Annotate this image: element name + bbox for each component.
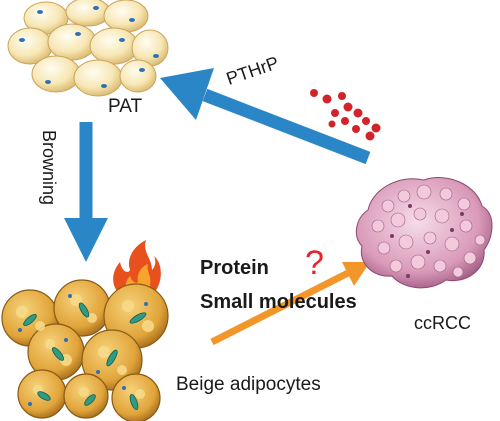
pthrp-dots	[310, 89, 381, 141]
beige-adipocytes-label: Beige adipocytes	[176, 374, 321, 395]
white-adipocyte-cluster-icon	[7, 0, 169, 97]
pat-label: PAT	[108, 96, 143, 117]
browning-label: Browning	[39, 130, 59, 206]
pthrp-arrow	[160, 68, 371, 165]
small-molecules-label: Small molecules	[200, 291, 357, 313]
beige-adipocyte-cluster-icon	[1, 279, 169, 421]
ccrcc-label: ccRCC	[414, 313, 471, 333]
secretion-arrow	[210, 262, 370, 346]
browning-arrow	[64, 122, 108, 262]
protein-label: Protein	[200, 257, 269, 279]
ccrcc-protein-structure-icon	[355, 177, 493, 289]
question-mark: ?	[305, 244, 324, 282]
